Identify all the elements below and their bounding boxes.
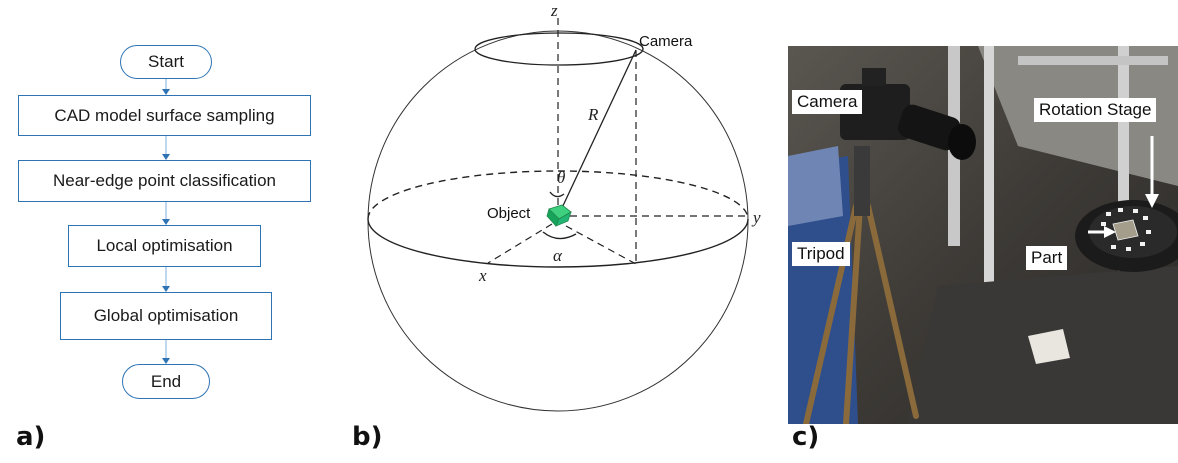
object-label: Object	[487, 205, 531, 222]
camera-label: Camera	[639, 33, 693, 50]
connector-arrowhead	[162, 358, 170, 364]
equator-back	[367, 170, 749, 220]
sphere-panel: z y x R θ α Camera Object	[340, 0, 780, 420]
panel-a-letter: a)	[16, 422, 46, 452]
x-axis-label: x	[478, 266, 487, 285]
radius-label: R	[587, 105, 599, 124]
camera-latitude-circle	[474, 32, 644, 66]
panel-c-letter: c)	[792, 422, 820, 452]
alpha-arc	[542, 231, 577, 240]
flow-step-global: Global optimisation	[60, 292, 272, 340]
connector-arrowhead	[162, 219, 170, 225]
object-cube	[546, 204, 572, 227]
photo-label-rotation-stage: Rotation Stage	[1034, 98, 1157, 122]
alpha-label: α	[553, 246, 563, 265]
theta-arc	[549, 191, 565, 198]
connector-arrowhead	[162, 286, 170, 292]
equator-front	[367, 218, 749, 268]
flow-step-sampling: CAD model surface sampling	[18, 95, 311, 136]
z-axis-label: z	[550, 1, 558, 20]
connector-arrowhead	[162, 154, 170, 160]
photo-label-part: Part	[1026, 246, 1068, 270]
photo-label-tripod: Tripod	[792, 242, 850, 266]
x-axis	[487, 223, 553, 264]
photo-label-camera: Camera	[792, 90, 863, 114]
flowchart-connectors	[162, 79, 170, 364]
connector-arrowhead	[162, 89, 170, 95]
projection-radial	[565, 225, 637, 265]
flow-end: End	[122, 364, 210, 399]
flow-step-classification: Near-edge point classification	[18, 160, 311, 202]
panel-b-letter: b)	[352, 422, 383, 452]
y-axis-label: y	[751, 208, 761, 227]
sphere-diagram: z y x R θ α Camera Object	[367, 1, 761, 412]
theta-label: θ	[557, 168, 565, 187]
setup-photo: Camera Rotation Stage Tripod Part	[788, 46, 1178, 424]
flow-start: Start	[120, 45, 212, 79]
radius-line	[560, 49, 637, 211]
flowchart-panel: Start CAD model surface sampling Near-ed…	[0, 0, 340, 420]
flow-step-local: Local optimisation	[68, 225, 261, 267]
